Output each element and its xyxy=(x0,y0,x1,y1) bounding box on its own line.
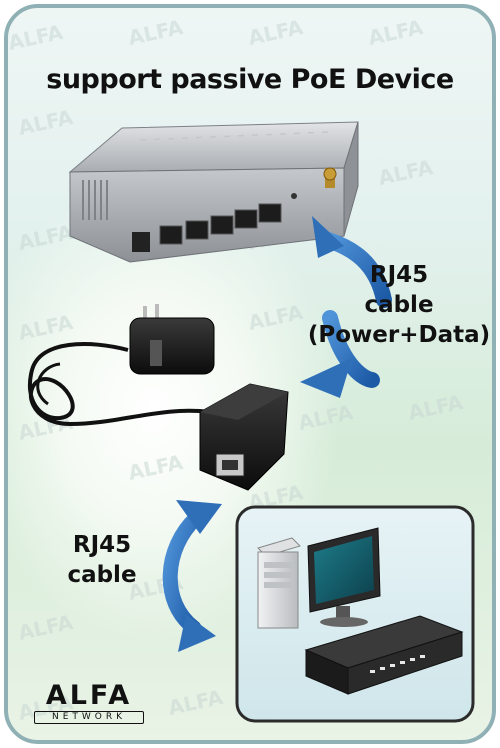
label-line: cable xyxy=(67,562,137,588)
logo-subtitle: NETWORK xyxy=(34,711,144,724)
rj45-cable-label: RJ45 cable xyxy=(54,530,150,590)
router-device xyxy=(68,121,359,263)
svg-text:ALFA: ALFA xyxy=(376,155,435,190)
curved-arrow-up xyxy=(312,216,392,308)
rj45-power-data-label: RJ45 cable (Power+Data) xyxy=(306,260,492,350)
svg-text:ALFA: ALFA xyxy=(296,400,355,435)
label-line: RJ45 xyxy=(72,532,132,558)
power-adapter xyxy=(28,304,215,427)
svg-text:ALFA: ALFA xyxy=(166,685,225,720)
computer-inset xyxy=(235,505,475,723)
svg-text:ALFA: ALFA xyxy=(406,390,465,425)
svg-text:ALFA: ALFA xyxy=(16,610,75,645)
page-title: support passive PoE Device xyxy=(46,64,454,95)
svg-text:ALFA: ALFA xyxy=(126,15,185,50)
desktop-computer xyxy=(257,527,381,629)
network-switch xyxy=(304,615,464,695)
svg-text:ALFA: ALFA xyxy=(16,105,75,140)
curved-arrow-down xyxy=(300,310,380,398)
watermark-layer: ALFA ALFA ALFA ALFA ALFA ALFA ALFA ALFA … xyxy=(6,15,465,725)
logo-word: ALFA xyxy=(45,680,133,711)
curved-arrow-left xyxy=(162,500,222,652)
svg-text:ALFA: ALFA xyxy=(246,15,305,50)
alfa-logo: ALFA NETWORK xyxy=(30,682,148,724)
svg-text:ALFA: ALFA xyxy=(6,20,65,55)
svg-text:ALFA: ALFA xyxy=(16,220,75,255)
svg-text:ALFA: ALFA xyxy=(366,15,425,50)
svg-text:ALFA: ALFA xyxy=(246,300,305,335)
svg-text:ALFA: ALFA xyxy=(126,450,185,485)
label-line: (Power+Data) xyxy=(307,322,491,348)
label-line: RJ45 xyxy=(369,262,429,288)
poe-injector xyxy=(199,383,289,491)
label-line: cable xyxy=(364,292,434,318)
svg-text:ALFA: ALFA xyxy=(16,310,75,345)
